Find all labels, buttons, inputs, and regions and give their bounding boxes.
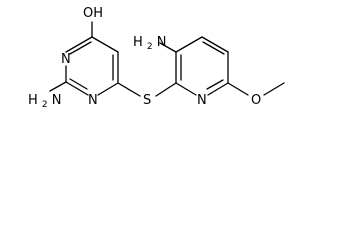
bond-c6py-o bbox=[227, 82, 249, 96]
amine-left-h: H bbox=[28, 93, 38, 108]
bond-c6py-n-inner bbox=[206, 79, 224, 90]
amine-top-subscript: 2 bbox=[147, 42, 153, 52]
bond-c4-c5-inner bbox=[69, 41, 92, 55]
bond-n1-c6 bbox=[97, 82, 119, 96]
amine-top-label: H 2 N bbox=[133, 35, 167, 53]
bond-c4-n3 bbox=[91, 36, 119, 53]
bond-c6py-n bbox=[207, 82, 229, 96]
chemical-structure-diagram: OH N N H 2 N S H 2 N N O bbox=[28, 6, 285, 111]
pyridine-n-label: N bbox=[197, 93, 207, 108]
amine-top-h: H bbox=[133, 35, 143, 50]
bond-n-c2py bbox=[175, 82, 197, 96]
bond-c6-s bbox=[117, 82, 141, 97]
amine-left-subscript: 2 bbox=[42, 100, 48, 110]
amine-left-label: H 2 N bbox=[28, 93, 62, 111]
amine-top-n: N bbox=[157, 35, 167, 50]
bond-c2-n1 bbox=[65, 81, 89, 96]
bond-c2-nh2 bbox=[49, 81, 67, 92]
methoxy-o-label: O bbox=[251, 93, 261, 108]
pyrimidine-n-top-label: N bbox=[61, 52, 71, 67]
bonds bbox=[49, 21, 285, 97]
bond-c3py-c4py bbox=[175, 36, 203, 53]
bond-c2-n1-inner bbox=[69, 78, 88, 90]
amine-left-n: N bbox=[52, 93, 62, 108]
bond-c3py-nh2 bbox=[159, 42, 177, 53]
atom-labels: OH N N H 2 N S H 2 N N O bbox=[28, 6, 261, 111]
bond-c4py-c5py-inner bbox=[202, 41, 225, 55]
bond-s-c2py bbox=[155, 82, 177, 97]
pyrimidine-n-bottom-label: N bbox=[88, 93, 98, 108]
bond-o-ch3 bbox=[263, 82, 285, 96]
thioether-label: S bbox=[143, 93, 151, 108]
bond-c4-c5 bbox=[65, 36, 93, 53]
bond-c4py-c5py bbox=[201, 36, 229, 53]
hydroxyl-label: OH bbox=[83, 6, 103, 21]
